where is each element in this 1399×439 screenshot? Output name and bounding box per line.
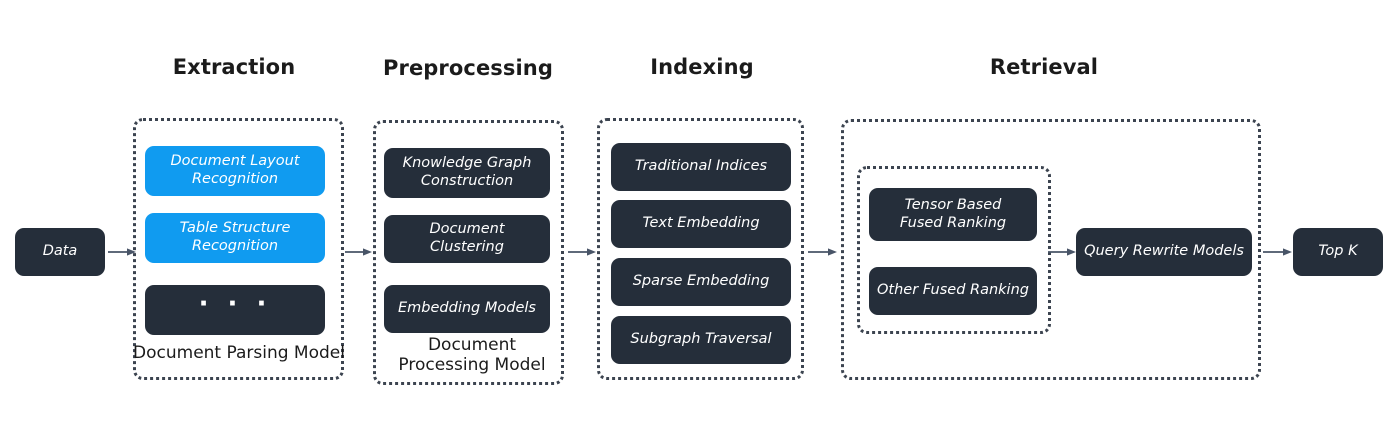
node-traditional-indices[interactable]: Traditional Indices [611,143,791,191]
node-table-structure-recognition[interactable]: Table Structure Recognition [145,213,325,263]
column-header-indexing: Indexing [650,55,754,79]
arrow-retrieval-to-topk [1263,246,1292,258]
column-header-extraction: Extraction [172,55,296,79]
group-extraction [133,118,344,380]
group-indexing [597,118,804,380]
node-sparse-embedding[interactable]: Sparse Embedding [611,258,791,306]
group-preprocessing [373,120,564,385]
arrow-data-to-extraction [108,246,136,258]
arrow-indexing-to-retrieval [808,246,837,258]
node-query-rewrite-models[interactable]: Query Rewrite Models [1076,228,1252,276]
arrow-fusedranking-to-queryrewrite [1048,246,1076,258]
node-document-clustering[interactable]: Document Clustering [384,215,550,263]
group-fused-ranking [857,166,1051,334]
node-other-fused-ranking[interactable]: Other Fused Ranking [869,267,1037,315]
column-header-retrieval: Retrieval [989,55,1099,79]
node-text-embedding[interactable]: Text Embedding [611,200,791,248]
caption-document-parsing-model: Document Parsing Model [133,343,345,363]
group-retrieval [841,119,1261,380]
column-header-preprocessing: Preprocessing [383,56,553,80]
caption-document-processing-model: Document Processing Model [398,335,546,375]
node-subgraph-traversal[interactable]: Subgraph Traversal [611,316,791,364]
arrow-preprocessing-to-indexing [568,246,596,258]
node-knowledge-graph-construction[interactable]: Knowledge Graph Construction [384,148,550,198]
node-extraction-more[interactable]: · · · [145,285,325,335]
node-tensor-based-fused-ranking[interactable]: Tensor Based Fused Ranking [869,188,1037,241]
node-embedding-models[interactable]: Embedding Models [384,285,550,333]
arrow-extraction-to-preprocessing [345,246,372,258]
node-data-input[interactable]: Data [15,228,105,276]
node-document-layout-recognition[interactable]: Document Layout Recognition [145,146,325,196]
node-topk-output[interactable]: Top K [1293,228,1383,276]
